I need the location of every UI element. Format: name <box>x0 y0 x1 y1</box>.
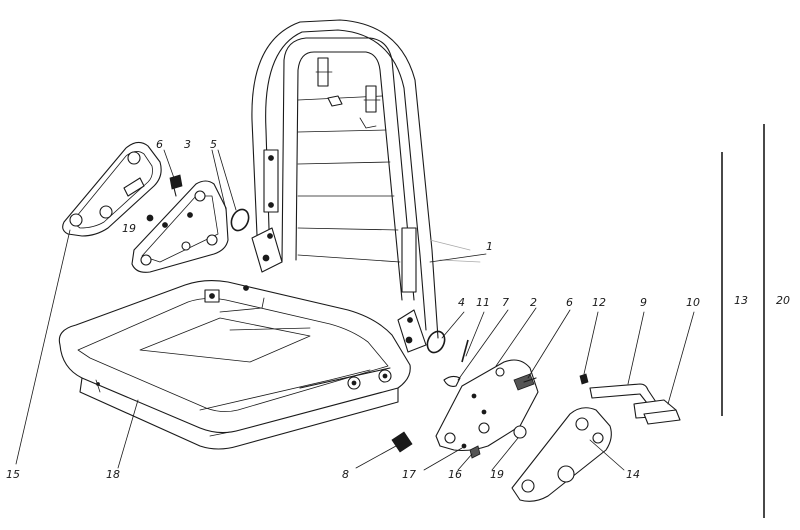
callout-1: 1 <box>486 240 493 253</box>
right-outer-plate <box>511 407 612 502</box>
callout-4: 4 <box>458 296 465 309</box>
callout-19-left: 19 <box>122 222 136 235</box>
left-bracket <box>131 174 229 273</box>
callout-9: 9 <box>640 296 647 309</box>
callout-2: 2 <box>530 296 537 309</box>
callout-labels: 1 2 3 4 5 6 6 7 8 9 10 11 12 13 14 15 16… <box>6 138 790 481</box>
washer-right <box>426 330 446 354</box>
callout-6-right: 6 <box>566 296 573 309</box>
seat-back-frame <box>251 19 481 353</box>
callout-10: 10 <box>686 296 700 309</box>
callout-3: 3 <box>184 138 191 151</box>
callout-11: 11 <box>476 296 490 309</box>
washer-left <box>230 208 250 232</box>
callout-5: 5 <box>210 138 217 151</box>
small-parts <box>391 373 589 459</box>
callout-20: 20 <box>776 294 790 307</box>
callout-12: 12 <box>592 296 606 309</box>
right-mechanism-plate <box>435 339 539 452</box>
callout-15: 15 <box>6 468 20 481</box>
callout-13: 13 <box>734 294 748 307</box>
callout-17: 17 <box>402 468 416 481</box>
callout-18: 18 <box>106 468 120 481</box>
callout-14: 14 <box>626 468 640 481</box>
left-hinge-plate <box>62 141 162 237</box>
callout-6-left: 6 <box>156 138 163 151</box>
leader-lines <box>15 149 695 471</box>
callout-19-right: 19 <box>490 468 504 481</box>
lever-and-handle <box>589 383 681 425</box>
seat-cushion-base <box>58 279 411 450</box>
callout-7: 7 <box>502 296 509 309</box>
callout-8: 8 <box>342 468 349 481</box>
callout-16: 16 <box>448 468 462 481</box>
